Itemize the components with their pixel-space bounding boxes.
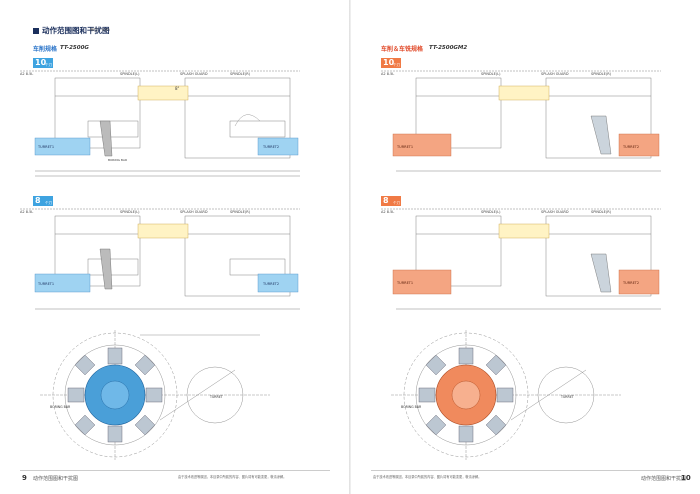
boring-bar-label-top-r: BORING BAR [401, 405, 422, 409]
page-gutter [349, 0, 351, 494]
spindle-right-label: SPINDLE(R) [230, 72, 251, 76]
a2-label-8: A2 8.5L [20, 210, 33, 214]
spindle-left-label: SPINDLE(L) [120, 72, 140, 76]
interference-diagram-8-left: TURRET1 TURRET2 A2 8.5L SPINDLE(L) SPLAS… [20, 208, 300, 310]
interference-diagram-10-left: TURRET1 TURRET2 A2 8.5L SPINDLE(L) SPLAS… [20, 70, 300, 177]
turret2-block [257, 137, 299, 156]
a2-label: A2 8.5L [20, 72, 33, 76]
unit-label: 单位：mm [90, 27, 110, 32]
turret-label-top-r: TURRET [560, 395, 574, 399]
model-name-right: TT-2500GM2 [429, 45, 468, 51]
page-number-left: 9 [22, 474, 27, 482]
turret1-block-r [392, 133, 452, 157]
interference-diagram-10-right: TURRET1 TURRET2 A2 8.5L SPINDLE(L) SPLAS… [381, 70, 661, 172]
splash-guard-label: SPLASH GUARD [180, 72, 208, 76]
turret2-block-8 [257, 273, 299, 293]
splash-guard-label-r8: SPLASH GUARD [541, 210, 569, 214]
spindle-left-label-r8: SPINDLE(L) [481, 210, 501, 214]
turret1-block-r8 [392, 269, 452, 295]
turret1-label-8: TURRET1 [37, 282, 54, 286]
turret2-block-r [618, 133, 660, 157]
turret2-label-r8: TURRET2 [622, 281, 639, 285]
boring-bar-label-top: BORING BAR [50, 405, 71, 409]
turret-label-top: TURRET [209, 395, 223, 399]
turret1-label-r: TURRET1 [396, 145, 413, 149]
interference-diagram-8-right: TURRET1 TURRET2 A2 8.5L SPINDLE(L) SPLAS… [381, 208, 661, 310]
footer-note-left: 由于技术改进等原因，本目录中所载的内容、图片将有可能变更，敬请谅解。 [178, 475, 287, 479]
boring-bar-label: BORING BAR [108, 158, 127, 162]
spindle-right-label-r8: SPINDLE(R) [591, 210, 612, 214]
splash-guard-label-r: SPLASH GUARD [541, 72, 569, 76]
turret2-label: TURRET2 [262, 145, 279, 149]
splash-guard-label-8: SPLASH GUARD [180, 210, 208, 214]
chuck-size-label: 8" [175, 86, 180, 91]
spec-label-right: 车削＆车铣规格 [381, 46, 424, 53]
turret2-label-8: TURRET2 [262, 282, 279, 286]
footer-rule-left [20, 470, 330, 471]
turret-top-view-left: BORING BAR TURRET [40, 330, 270, 460]
turret1-label-r8: TURRET1 [396, 281, 413, 285]
spindle-right-label-r: SPINDLE(R) [591, 72, 612, 76]
turret-top-view-right: BORING BAR TURRET [391, 330, 621, 460]
spec-label-left: 车削规格 [33, 46, 58, 53]
footer-label-right: 动作范围图和干扰图 [641, 476, 687, 482]
turret1-block [34, 137, 91, 156]
footer-note-right: 由于技术改进等原因，本目录中所载的内容、图片将有可能变更，敬请谅解。 [373, 475, 482, 479]
turret1-block-8 [34, 273, 91, 293]
page-title: 动作范围图和干扰图 [42, 26, 110, 35]
a2-label-r8: A2 8.5L [381, 210, 394, 214]
footer-label-left: 动作范围图和干扰图 [33, 476, 79, 482]
spindle-right-label-8: SPINDLE(R) [230, 210, 251, 214]
footer-rule-right [371, 470, 681, 471]
page-number-right: 10 [681, 474, 691, 482]
turret2-label-r: TURRET2 [622, 145, 639, 149]
turret1-label: TURRET1 [37, 145, 54, 149]
spindle-left-label-r: SPINDLE(L) [481, 72, 501, 76]
header-marker [33, 28, 39, 34]
model-name-left: TT-2500G [60, 45, 89, 51]
spindle-left-label-8: SPINDLE(L) [120, 210, 140, 214]
a2-label-r: A2 8.5L [381, 72, 394, 76]
turret2-block-r8 [618, 269, 660, 295]
